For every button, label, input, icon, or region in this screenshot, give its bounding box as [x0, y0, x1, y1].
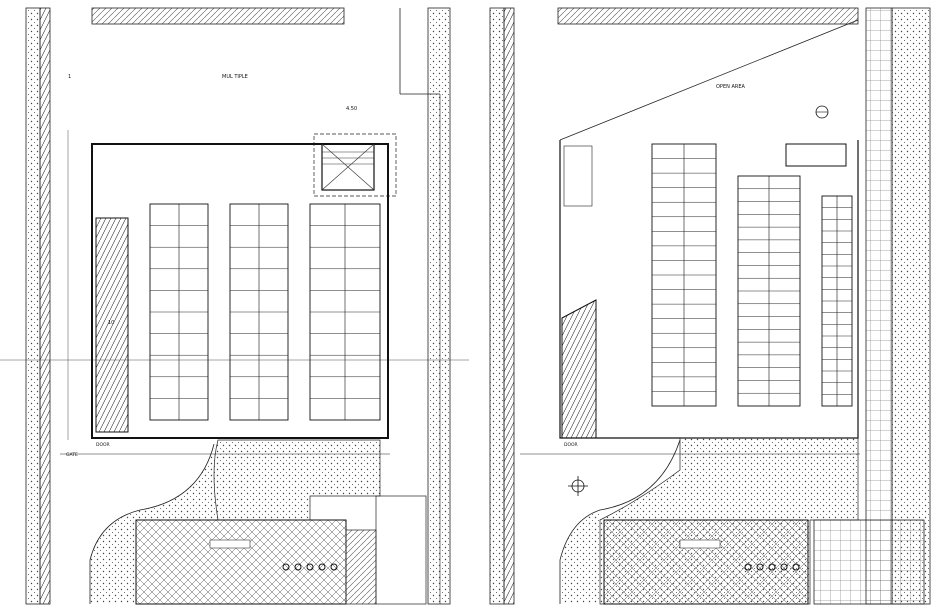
left-ramp — [95, 217, 129, 433]
left-top-hatch — [91, 7, 345, 25]
right-top-hatch — [557, 7, 859, 25]
left-boundary-strip-inner — [39, 7, 51, 605]
left-garden-area — [213, 439, 381, 521]
left-right-strip — [427, 7, 451, 605]
left-boundary-strip-outer — [25, 7, 41, 605]
left-bottom-building — [135, 519, 347, 605]
right-bay-1 — [651, 143, 717, 407]
right-building-outline — [559, 140, 859, 439]
left-stair — [321, 143, 375, 191]
right-bottom-label-box — [679, 539, 721, 549]
left-bay-2 — [229, 203, 289, 421]
right-right-grid-strip — [865, 7, 893, 605]
right-bottom-right-grid — [813, 519, 925, 605]
left-building-outline — [91, 143, 389, 439]
left-stair-dim-label: 4.50 — [346, 106, 357, 112]
left-plan: 10 MUL TIPLE 1 4.50 DOOR GATE — [0, 7, 470, 605]
right-boundary-strip-outer — [489, 7, 505, 605]
section-marker-icon — [815, 105, 829, 119]
left-door-label: DOOR — [96, 442, 110, 448]
right-bay-3 — [821, 195, 853, 407]
left-ramp-mid-label: 10 — [108, 320, 114, 326]
right-boundary-strip-inner — [503, 7, 515, 605]
north-arrow-icon — [568, 476, 588, 496]
right-parking-bays — [651, 143, 853, 407]
left-gate-label: GATE — [66, 452, 78, 458]
left-tag-label: 1 — [68, 74, 71, 80]
right-door-label: DOOR — [564, 442, 578, 448]
right-diagonal-boundary — [559, 19, 859, 141]
right-edge-dots — [891, 7, 931, 605]
left-bay-1 — [149, 203, 209, 421]
right-ramp — [561, 299, 597, 439]
right-tree-row — [744, 563, 800, 571]
left-top-label: MUL TIPLE — [222, 74, 248, 80]
right-plan: OPEN AREA DOOR — [489, 7, 931, 605]
left-bottom-label-box — [209, 539, 251, 549]
left-tree-row — [282, 563, 338, 571]
right-bottom-building — [603, 519, 809, 605]
right-bay-2 — [737, 175, 801, 407]
right-top-label: OPEN AREA — [716, 84, 745, 90]
left-parking-bays — [149, 203, 381, 421]
left-bay-3 — [309, 203, 381, 421]
right-stair — [785, 143, 847, 167]
